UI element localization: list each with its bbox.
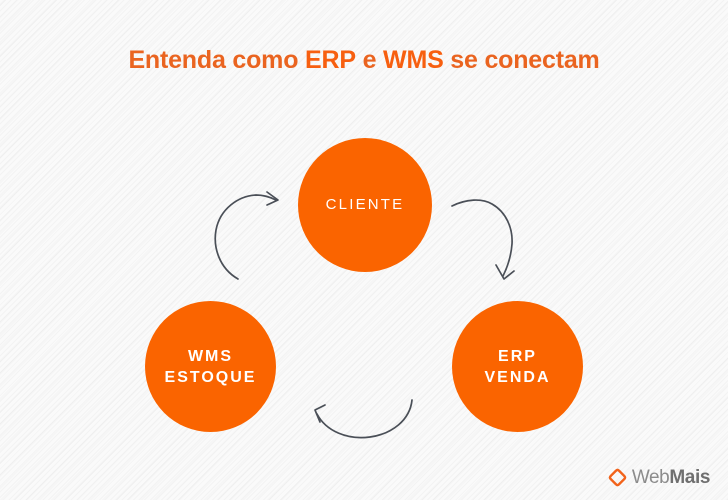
brand-logo-text-bold: Mais <box>669 467 710 488</box>
brand-logo-text-light: Web <box>631 467 670 488</box>
arrow-wms-to-cliente-icon <box>214 191 279 280</box>
node-wms-estoque-label: WMS ESTOQUE <box>164 347 257 386</box>
node-wms-estoque[interactable]: WMS ESTOQUE <box>145 301 276 432</box>
node-cliente[interactable]: CLIENTE <box>298 138 432 272</box>
title-part-3: se conectam <box>443 46 600 74</box>
diamond-outline-icon <box>608 468 627 487</box>
arrow-cliente-to-erp-icon <box>451 199 515 280</box>
node-cliente-label: CLIENTE <box>325 196 405 213</box>
title-part-1: Entenda como <box>128 46 306 74</box>
node-erp-venda[interactable]: ERP VENDA <box>452 301 583 432</box>
title-part-2: e <box>355 46 384 74</box>
brand-logo[interactable]: WebMais <box>608 468 710 487</box>
title-keyword-erp: ERP <box>305 46 356 74</box>
arrow-erp-to-wms-icon <box>314 399 413 439</box>
page-title: Entenda como ERP e WMS se conectam <box>0 44 728 76</box>
brand-logo-text: WebMais <box>631 467 711 488</box>
title-keyword-wms: WMS <box>383 46 444 74</box>
node-erp-venda-label: ERP VENDA <box>484 347 551 386</box>
